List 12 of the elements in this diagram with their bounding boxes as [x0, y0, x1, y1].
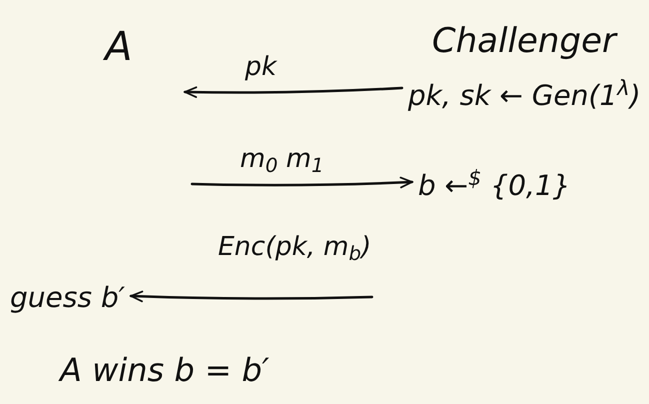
step-text: b ←$^{$}$ {0,1} — [418, 168, 571, 203]
step-text: guess b′ — [10, 280, 125, 315]
arrow — [184, 86, 404, 98]
party-name: A — [105, 22, 132, 72]
edge-label: Enc(pk, m$_{b}$) — [218, 232, 372, 262]
step-text: A wins b = b′ — [60, 350, 270, 390]
step-text: pk, sk ← Gen(1$^{λ}$) — [408, 78, 641, 113]
arrow — [190, 176, 414, 188]
edge-label: m$_{0}$ m$_{1}$ — [240, 144, 324, 174]
arrow — [130, 290, 374, 302]
edge-label: pk — [245, 52, 277, 82]
party-name: Challenger — [432, 20, 616, 62]
